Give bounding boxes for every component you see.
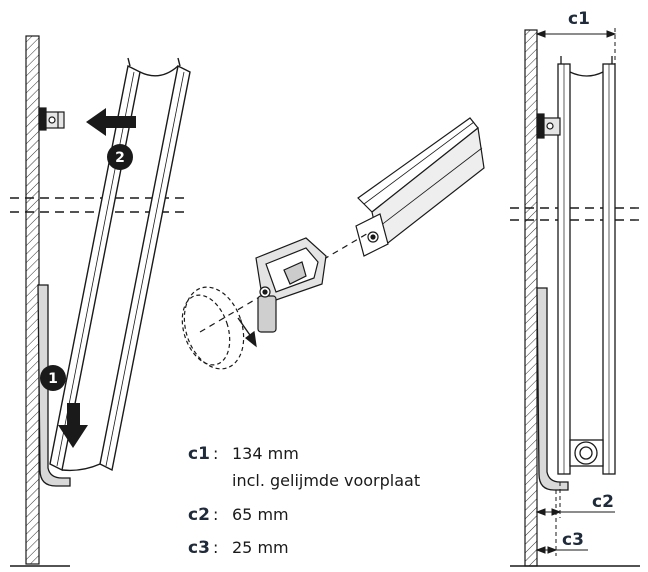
bottom-support-rail [37,284,71,487]
upright-radiator [557,56,616,475]
step-1-badge: 1 [40,365,66,391]
legend-row-c2: c2 : 65 mm [188,505,289,525]
svg-text:c1: c1 [188,444,210,464]
right-top-bracket [536,113,561,139]
left-wall [25,35,40,565]
left-view: 2 1 [10,35,191,567]
step-2-badge: 2 [107,144,133,170]
svg-text:134 mm: 134 mm [232,444,299,463]
right-view: c1 c2 c3 [510,9,640,567]
c2-label: c2 [592,492,614,512]
svg-text:incl. gelijmde voorplaat: incl. gelijmde voorplaat [232,471,420,490]
c3-dimension [535,490,588,556]
detail-view [181,117,485,370]
legend-row-c1: c1 : 134 mm incl. gelijmde voorplaat [188,444,420,490]
top-wall-bracket [38,107,65,131]
svg-text:25 mm: 25 mm [232,538,289,557]
svg-text:c2: c2 [188,505,210,525]
svg-text::: : [213,444,218,463]
c1-dimension [535,28,617,64]
legend-row-c3: c3 : 25 mm [188,538,289,558]
svg-text:1: 1 [48,371,58,387]
move-left-arrow [86,108,136,136]
c1-label: c1 [568,9,590,29]
svg-text:c3: c3 [188,538,210,558]
rotate-arrow [245,330,257,348]
right-break-lines [510,207,640,221]
right-wall [524,29,538,567]
svg-text::: : [213,505,218,524]
right-bottom-support [536,287,569,491]
svg-text:2: 2 [115,150,125,166]
dimension-legend: c1 : 134 mm incl. gelijmde voorplaat c2 … [188,444,420,558]
c3-label: c3 [562,530,584,550]
svg-text::: : [213,538,218,557]
move-down-arrow [58,403,88,448]
svg-text:65 mm: 65 mm [232,505,289,524]
